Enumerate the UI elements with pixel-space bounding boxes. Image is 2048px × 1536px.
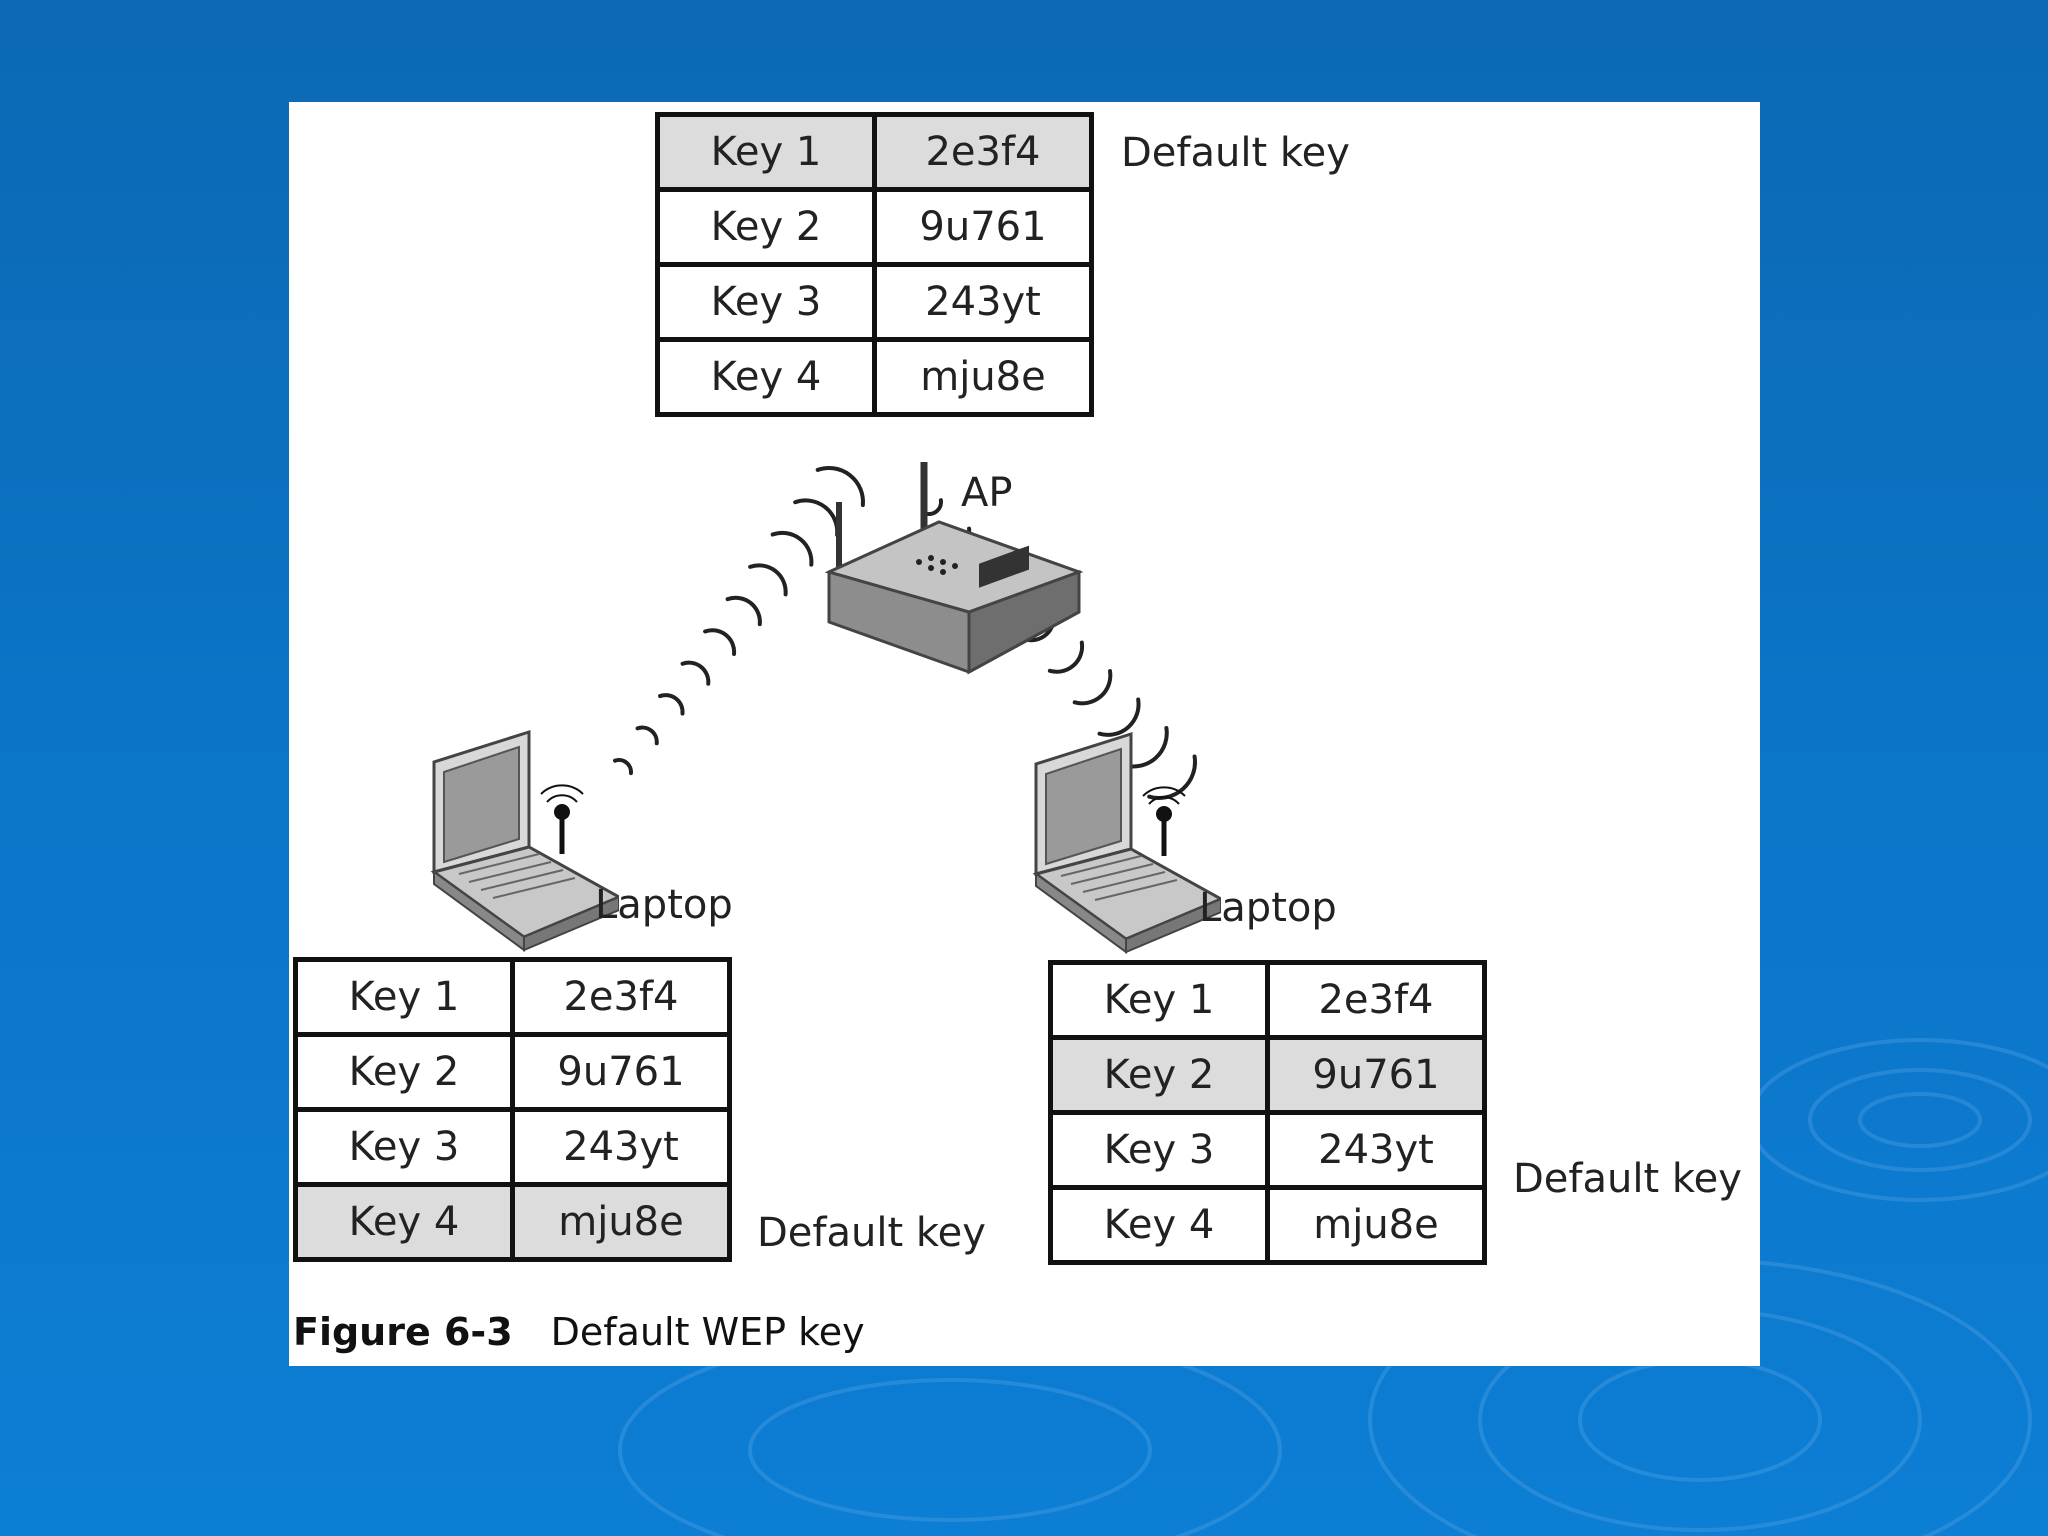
key-name: Key 1 bbox=[296, 960, 513, 1035]
signal-wave-icon bbox=[638, 728, 657, 744]
key-value: 2e3f4 bbox=[513, 960, 730, 1035]
figure-title: Default WEP key bbox=[551, 1310, 865, 1354]
key-value: 243yt bbox=[1268, 1113, 1485, 1188]
laptop-right-label: Laptop bbox=[1199, 885, 1337, 931]
signal-wave-icon bbox=[773, 533, 812, 565]
laptop-left-label: Laptop bbox=[595, 882, 733, 928]
signal-wave-icon bbox=[683, 663, 709, 684]
key-value: 2e3f4 bbox=[1268, 963, 1485, 1038]
key-name: Key 4 bbox=[1051, 1188, 1268, 1263]
key-name: Key 4 bbox=[296, 1185, 513, 1260]
key-name: Key 3 bbox=[296, 1110, 513, 1185]
key-name: Key 2 bbox=[296, 1035, 513, 1110]
key-value: 9u761 bbox=[1268, 1038, 1485, 1113]
key-name: Key 2 bbox=[1051, 1038, 1268, 1113]
key-value: 243yt bbox=[513, 1110, 730, 1185]
left-default-key-label: Default key bbox=[757, 1210, 986, 1256]
key-name: Key 1 bbox=[1051, 963, 1268, 1038]
key-value: mju8e bbox=[1268, 1188, 1485, 1263]
right-default-key-label: Default key bbox=[1513, 1156, 1742, 1202]
figure-number: Figure 6-3 bbox=[293, 1310, 513, 1354]
signal-wave-icon bbox=[728, 598, 760, 624]
signal-wave-icon bbox=[705, 630, 734, 654]
signal-wave-icon bbox=[660, 695, 683, 713]
ap-label: AP bbox=[961, 470, 1012, 516]
key-value: mju8e bbox=[513, 1185, 730, 1260]
key-name: Key 3 bbox=[1051, 1113, 1268, 1188]
signal-wave-icon bbox=[750, 565, 786, 594]
figure-caption: Figure 6-3 Default WEP key bbox=[293, 1310, 865, 1354]
key-value: 9u761 bbox=[513, 1035, 730, 1110]
